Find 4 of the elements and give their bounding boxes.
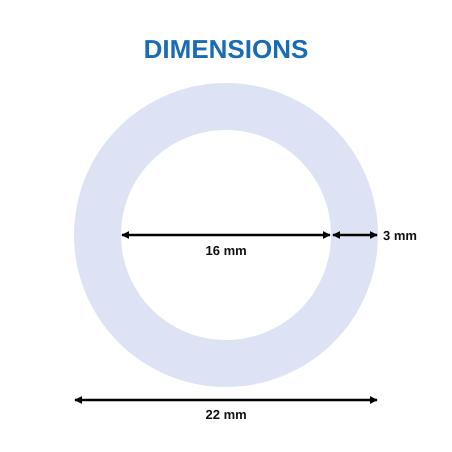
title: DIMENSIONS	[142, 34, 310, 65]
dimension-label: 22 mm	[206, 407, 247, 422]
dimension-label: 16 mm	[206, 243, 247, 258]
dimension-label: 3 mm	[383, 228, 417, 243]
